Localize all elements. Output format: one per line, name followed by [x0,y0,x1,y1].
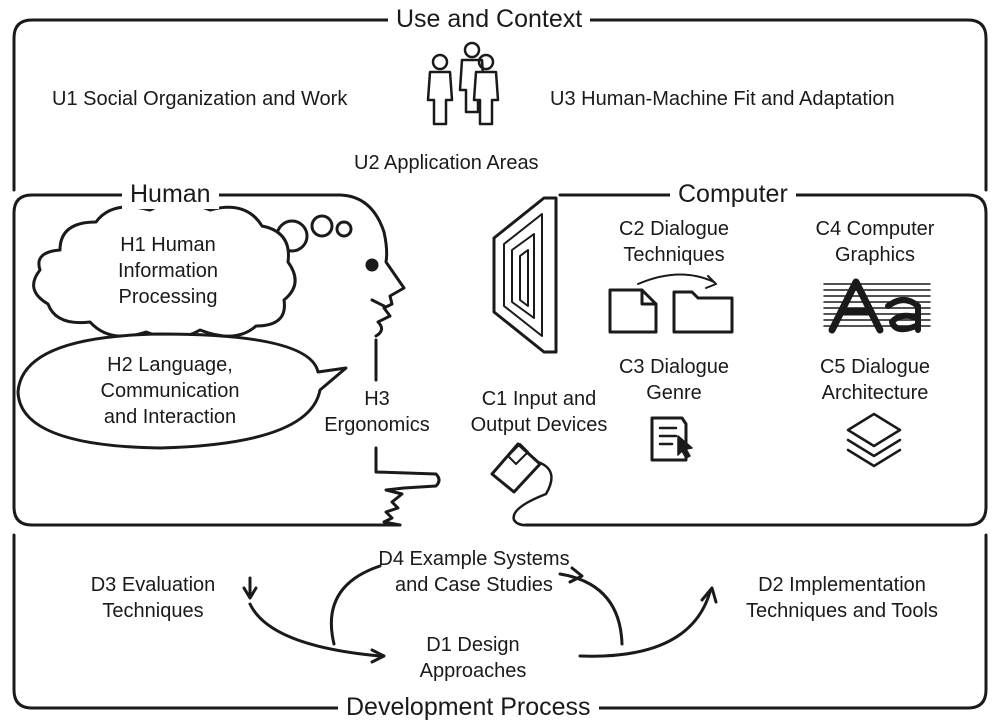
label-u2: U2 Application Areas [354,152,539,174]
label-c3-line1: C3 Dialogue [618,356,730,378]
label-d3-line1: D3 Evaluation [90,574,216,596]
label-c4-line2: Graphics [834,244,916,266]
label-c2-line1: C2 Dialogue [618,218,730,240]
monitor-icon [492,196,558,354]
label-d1-line2: Approaches [419,660,527,682]
label-c5: C5 Dialogue Architecture [800,354,950,406]
speech-bubble [16,332,348,450]
label-d1: D1 Design Approaches [398,632,548,684]
section-title-development: Development Process [338,692,599,722]
thought-bubble-small [335,220,353,238]
pointing-hand-icon [382,486,406,527]
section-title-human: Human [122,179,219,209]
people-icon [426,41,500,126]
label-h1-line2: Information [117,260,219,282]
label-c5-line1: C5 Dialogue [819,356,931,378]
label-c5-line2: Architecture [821,382,929,404]
development-arrows [242,564,718,664]
label-h2-line3: and Interaction [103,406,237,428]
label-h2-line2: Communication [100,380,240,402]
mouth-line [370,298,386,308]
layers-icon [846,412,902,468]
label-u3: U3 Human-Machine Fit and Adaptation [550,88,895,110]
label-h2-line1: H2 Language, [107,354,233,376]
folder-transfer-icon [637,273,734,334]
label-c2-line2: Techniques [623,244,725,266]
label-c2: C2 Dialogue Techniques [604,216,744,268]
label-h1: H1 Human Information Processing [86,232,250,310]
ergonomics-arm-lower [374,446,441,490]
label-h3: H3 Ergonomics [316,386,438,438]
label-u1: U1 Social Organization and Work [52,88,348,110]
label-c1-line1: C1 Input and [481,388,597,410]
label-h3-line2: Ergonomics [324,414,430,436]
label-c4-line1: C4 Computer [815,218,935,240]
label-d4: D4 Example Systems and Case Studies [360,546,588,598]
document-icon [608,288,658,334]
mouse-icon [490,442,553,527]
computer-box [524,193,988,527]
label-d2: D2 Implementation Techniques and Tools [730,572,954,624]
eye-icon [365,258,379,272]
label-h3-line1: H3 [364,388,390,410]
label-c1-line2: Output Devices [470,414,608,436]
document-cursor-icon [650,416,693,462]
label-d4-line1: D4 Example Systems [378,548,570,570]
section-title-computer: Computer [670,179,796,209]
label-c4: C4 Computer Graphics [800,216,950,268]
label-d4-line2: and Case Studies [395,574,553,596]
label-h1-line1: H1 Human [120,234,216,256]
label-d2-line1: D2 Implementation [758,574,926,596]
label-d3-line2: Techniques [102,600,204,622]
label-d2-line2: Techniques and Tools [746,600,938,622]
head-profile-icon [338,193,406,338]
label-d3: D3 Evaluation Techniques [72,572,234,624]
label-h2: H2 Language, Communication and Interacti… [86,352,254,430]
label-h1-line3: Processing [118,286,218,308]
label-d1-line1: D1 Design [426,634,520,656]
thought-bubble-medium [310,214,334,238]
label-c3: C3 Dialogue Genre [604,354,744,406]
graphics-letters-icon [823,278,931,334]
label-c1: C1 Input and Output Devices [460,386,618,438]
section-title-use: Use and Context [388,4,591,34]
human-box [12,193,402,527]
label-c3-line2: Genre [646,382,702,404]
